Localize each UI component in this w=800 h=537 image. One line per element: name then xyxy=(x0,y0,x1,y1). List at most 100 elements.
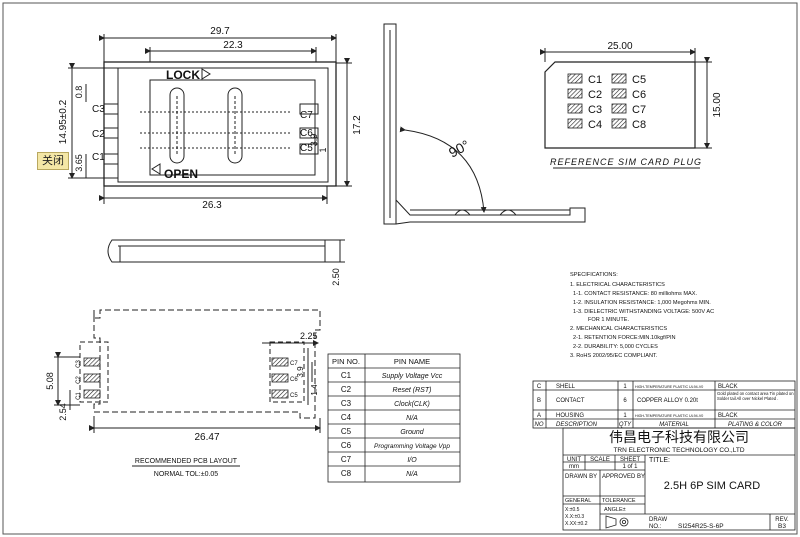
sim-card-labels: 25.00 15.00 C1 C2 C3 C4 C5 C6 C7 C8 REFE… xyxy=(550,41,723,167)
title-block-text: 伟昌电子科技有限公司 TRN ELECTRONIC TECHNOLOGY CO.… xyxy=(565,429,789,530)
spec-line: 2-2. DURABILITY: 5,000 CYCLES xyxy=(573,344,658,350)
pin-table-row-no: C4 xyxy=(341,413,352,422)
pcb-layout xyxy=(54,309,321,467)
sheet-label: SHEET xyxy=(620,457,640,463)
bom-header-description: DESCRIPTION xyxy=(556,422,598,428)
pin-label-c5: C5 xyxy=(300,143,313,154)
spec-line: 1-1. CONTACT RESISTANCE: 80 milliohms MA… xyxy=(573,291,697,297)
pin-table-row-no: C3 xyxy=(341,399,352,408)
sim-pin-c3: C3 xyxy=(588,104,602,116)
pcb-label-c3: C3 xyxy=(76,360,82,368)
pcb-dim-2-54: 2.54 xyxy=(58,403,68,421)
pcb-label-c1: C1 xyxy=(76,392,82,400)
tolerance-label: TOLERANCE xyxy=(602,498,636,504)
lock-label: LOCK xyxy=(166,68,200,82)
tolerance-line: X.X:±0.3 xyxy=(565,514,584,520)
bom-material: HIGH-TEMPERATURE PLASTIC UL94-V0 xyxy=(635,385,703,389)
specifications: SPECIFICATIONS: 1. ELECTRICAL CHARACTERI… xyxy=(570,272,714,359)
pcb-dim-3-9: 3.9 xyxy=(296,366,305,378)
bom-header-qty: QTY xyxy=(619,422,632,428)
top-view xyxy=(68,34,352,204)
sim-height: 15.00 xyxy=(712,92,723,117)
bom-plating: BLACK xyxy=(718,413,738,419)
pin-label-c6: C6 xyxy=(300,128,313,139)
sim-width: 25.00 xyxy=(607,41,632,52)
spec-line: SPECIFICATIONS: xyxy=(570,272,618,278)
pcb-label-c2: C2 xyxy=(76,376,82,384)
sim-card-pads xyxy=(567,73,627,129)
tolerance-line: X.XX:±0.2 xyxy=(565,521,588,527)
bom-no: C xyxy=(537,384,542,390)
dim-3-9: 3.9 xyxy=(309,134,319,147)
bom-description: SHELL xyxy=(556,384,576,390)
sim-pin-c5: C5 xyxy=(632,74,646,86)
bom-plating: BLACK xyxy=(718,384,738,390)
sim-pin-c6: C6 xyxy=(632,89,646,101)
spec-line: 1. ELECTRICAL CHARACTERISTICS xyxy=(570,282,665,288)
sheet-value: 1 of 1 xyxy=(622,464,638,470)
unit-value: mm xyxy=(569,464,579,470)
pcb-width: 26.47 xyxy=(194,432,219,443)
pin-label-c3: C3 xyxy=(92,104,105,115)
drawn-by-label: DRAWN BY xyxy=(565,474,597,480)
pin-table-header-name: PIN NAME xyxy=(394,357,430,366)
pcb-title: RECOMMENDED PCB LAYOUT xyxy=(135,458,238,465)
bom-plating: Gold plated on contact area Tin plated o… xyxy=(717,391,794,401)
dim-overall-width: 29.7 xyxy=(210,26,230,37)
general-label: GENERAL xyxy=(565,498,591,504)
dim-bottom-width: 26.3 xyxy=(202,200,222,211)
sim-pin-c2: C2 xyxy=(588,89,602,101)
title-block xyxy=(562,427,796,531)
bom-table xyxy=(532,380,796,429)
sim-pin-c4: C4 xyxy=(588,119,602,131)
draw-no-label: NO.: xyxy=(649,524,662,530)
spec-line: 2-1. RETENTION FORCE:MIN.10kgf/PIN xyxy=(573,335,676,341)
angle-tolerance-label: ANGLE± xyxy=(604,507,626,513)
pcb-dim-5-08: 5.08 xyxy=(45,372,55,390)
pin-label-c7: C7 xyxy=(300,110,313,121)
close-tab-button[interactable]: 关闭 xyxy=(37,152,69,170)
pcb-label-c5: C5 xyxy=(290,393,298,399)
pcb-labels: 26.47 2.25 5.08 2.54 3.9 1.4 C3 C2 C1 C7… xyxy=(45,331,319,478)
open-label: OPEN xyxy=(164,167,198,181)
pcb-pads xyxy=(83,357,289,399)
dim-1: 1 xyxy=(318,147,328,152)
pin-table-row-no: C2 xyxy=(341,385,352,394)
bom-no: B xyxy=(537,398,541,404)
bom-description: HOUSING xyxy=(556,413,584,419)
projection-symbol-icon xyxy=(605,515,629,529)
pin-table-row-name: Programming Voltage Vpp xyxy=(374,443,450,450)
pin-table-row-name: Supply Voltage Vcc xyxy=(382,373,443,380)
dim-left-height: 14.95±0.2 xyxy=(58,99,69,144)
spec-line: 2. MECHANICAL CHARACTERISTICS xyxy=(570,326,667,332)
pcb-dim-1-4: 1.4 xyxy=(310,384,319,396)
unit-label: UNIT xyxy=(567,457,581,463)
company-name-cn: 伟昌电子科技有限公司 xyxy=(609,429,749,445)
pcb-tolerance: NORMAL TOL:±0.05 xyxy=(154,471,219,478)
bom-no: A xyxy=(537,413,541,419)
sim-card-plug xyxy=(540,48,712,169)
pin-table-row-name: Reset (RST) xyxy=(393,387,432,394)
company-name-en: TRN ELECTRONIC TECHNOLOGY CO.,LTD xyxy=(613,447,744,454)
scale-label: SCALE xyxy=(590,457,610,463)
bom-material: HIGH-TEMPERATURE PLASTIC UL94-V0 xyxy=(635,414,703,418)
bom-header-no: NO xyxy=(535,422,544,428)
pin-table-row-no: C6 xyxy=(341,441,352,450)
pin-table-row-name: N/A xyxy=(406,471,418,478)
bom-header-material: MATERIAL xyxy=(659,422,689,428)
bom-qty: 1 xyxy=(623,413,627,419)
sim-pin-c1: C1 xyxy=(588,74,602,86)
pin-table-row-no: C5 xyxy=(341,427,352,436)
title-label: TITLE: xyxy=(649,457,670,464)
pcb-label-c6: C6 xyxy=(290,377,298,383)
pin-table-row-name: N/A xyxy=(406,415,418,422)
pin-table-row-name: Ground xyxy=(400,429,424,436)
pin-table-row-name: Clock(CLK) xyxy=(394,401,430,408)
bom-header-plating: PLATING & COLOR xyxy=(728,422,783,428)
spec-line: FOR 1 MINUTE. xyxy=(588,317,629,323)
dim-inner-width: 22.3 xyxy=(223,40,243,51)
approved-by-label: APPROVED BY xyxy=(602,474,645,480)
drawing-number: SI254R25-S-6P xyxy=(678,523,724,530)
dim-0-8: 0.8 xyxy=(74,86,84,99)
